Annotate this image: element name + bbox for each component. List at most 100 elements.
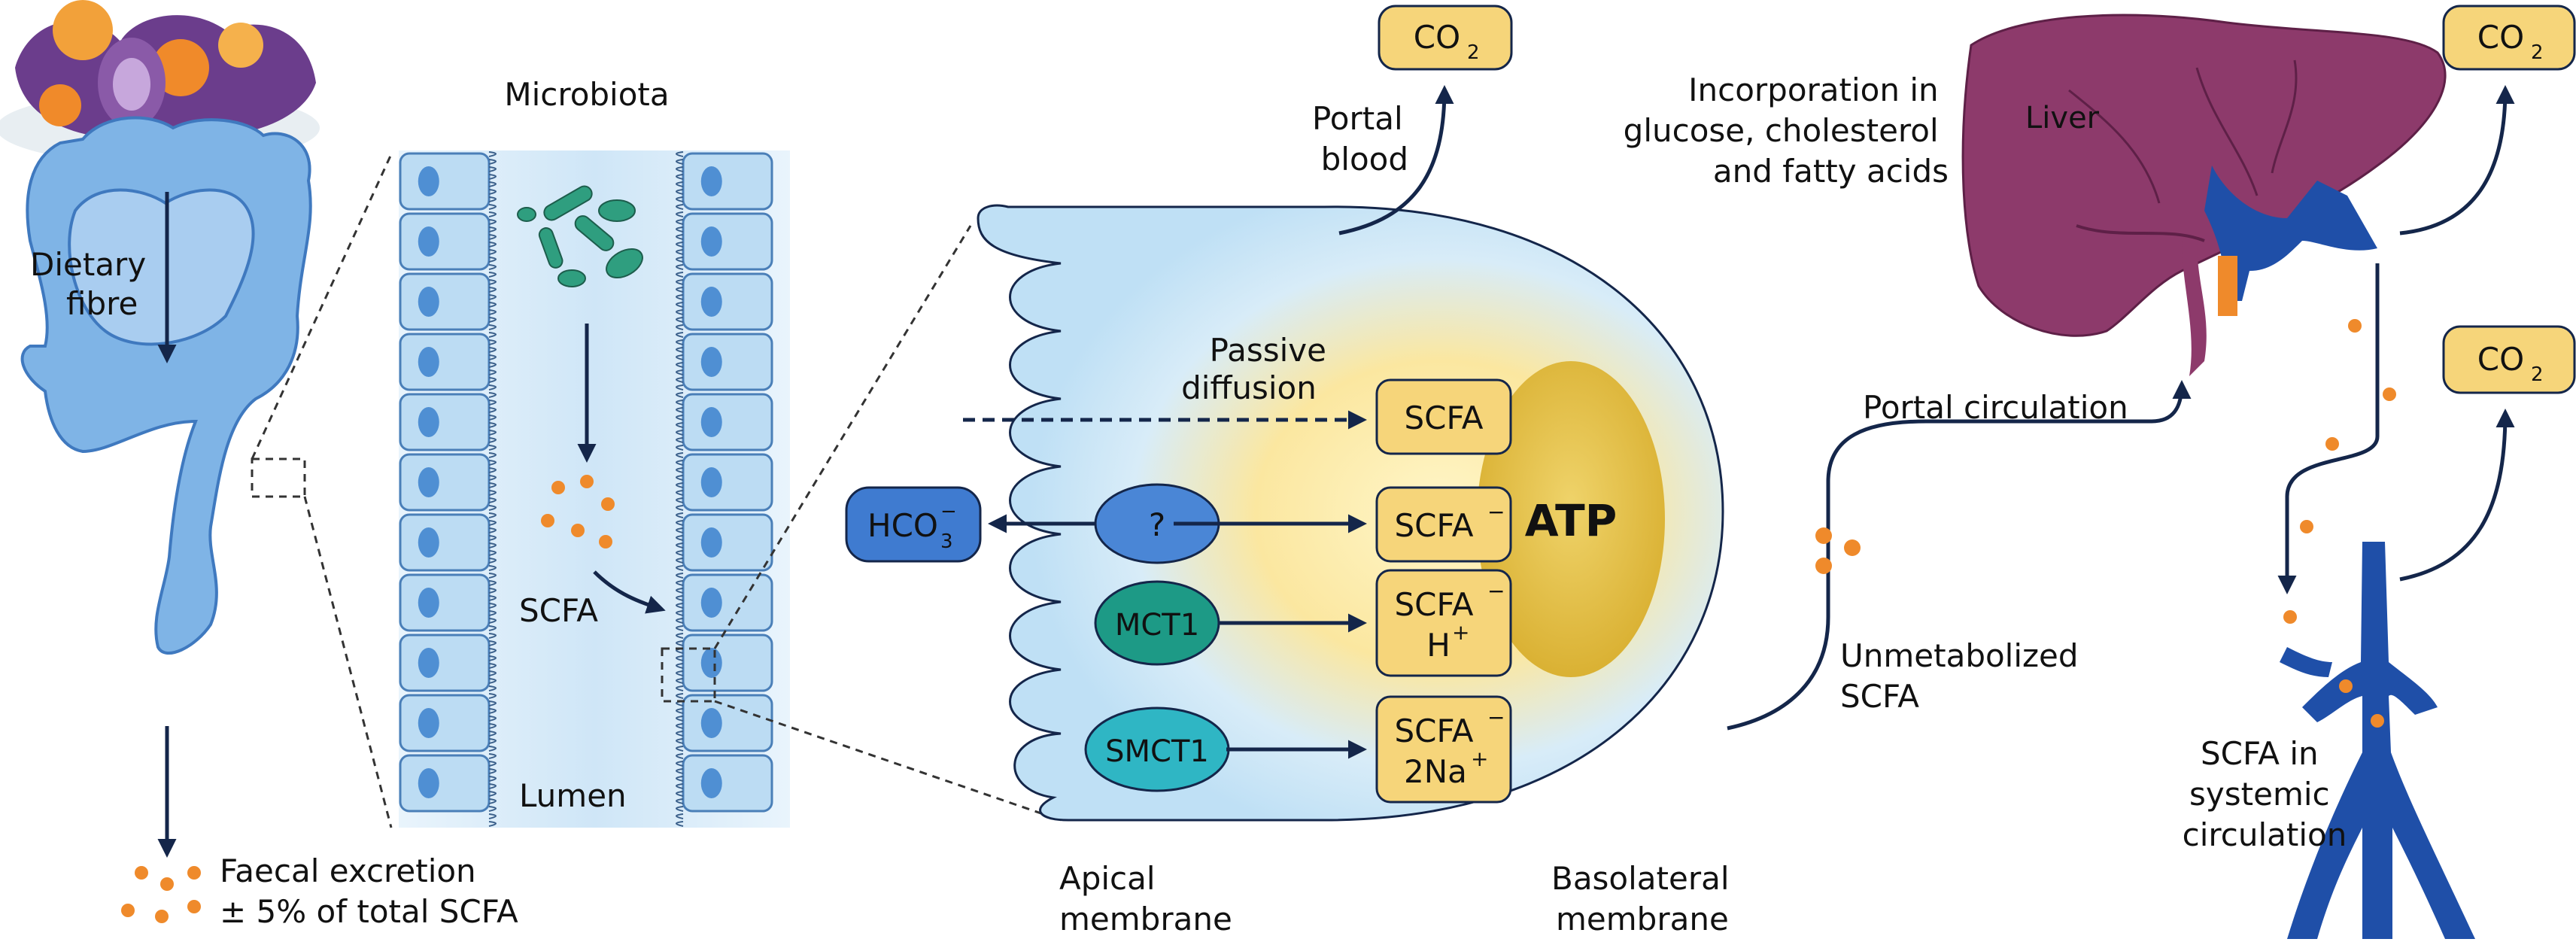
atp-label: ATP [1525, 495, 1617, 546]
epithelial-cell [399, 272, 491, 331]
co2-badge-cell: CO 2 [1378, 5, 1513, 71]
cell-nucleus [700, 527, 722, 558]
cell-nucleus [700, 347, 722, 377]
microvilli-border [488, 151, 497, 827]
liver-scfa-dots [2300, 319, 2396, 533]
epithelial-cell [399, 333, 491, 391]
epithelial-cell [399, 573, 491, 632]
arrow-liver-co2 [2399, 85, 2515, 235]
epithelial-cell [399, 152, 491, 211]
cell-nucleus [418, 588, 439, 618]
cell-nucleus [700, 648, 722, 678]
epithelial-cell [682, 754, 773, 813]
cell-nucleus [700, 287, 722, 317]
svg-text:−: − [940, 500, 957, 523]
svg-text:−: − [1487, 579, 1505, 603]
epithelial-cell [682, 333, 773, 391]
svg-text:SCFA: SCFA [1394, 713, 1473, 749]
cell-nucleus [418, 407, 439, 437]
epithelial-cell [682, 453, 773, 512]
epithelial-cell [682, 152, 773, 211]
intestinal-lumen-panel [399, 150, 790, 828]
co2-badge-systemic: CO 2 [2442, 325, 2576, 394]
epithelial-cell [682, 573, 773, 632]
svg-text:2: 2 [1467, 41, 1480, 64]
epithelial-cell [399, 754, 491, 813]
svg-text:+: + [1471, 746, 1488, 771]
faecal-scfa-dots [121, 866, 201, 923]
co2-badge-liver: CO 2 [2442, 5, 2576, 71]
svg-text:2Na: 2Na [1404, 753, 1467, 790]
svg-text:SCFA: SCFA [1394, 507, 1473, 544]
svg-text:MCT1: MCT1 [1115, 608, 1199, 643]
systemic-scfa-dots [2283, 610, 2384, 728]
cell-nucleus [700, 226, 722, 257]
epithelial-cell [399, 393, 491, 451]
cell-nucleus [418, 347, 439, 377]
right-epithelium [676, 151, 773, 827]
svg-text:CO: CO [2477, 341, 2524, 378]
lumen-scfa-label: SCFA [519, 592, 598, 629]
cell-nucleus [418, 768, 439, 798]
enterocyte-cell [977, 204, 1724, 822]
epithelial-cell [399, 453, 491, 512]
basolateral-membrane-label: Basolateral membrane [1551, 860, 1739, 937]
scfa-h-box: SCFA − H + [1375, 569, 1512, 677]
scfa-anion-box: SCFA − [1375, 486, 1512, 563]
cell-nucleus [700, 708, 722, 738]
unmetabolized-scfa-dots [1815, 527, 1861, 574]
mct1-transporter: MCT1 [1094, 580, 1220, 666]
epithelial-cell [682, 272, 773, 331]
cell-nucleus [700, 407, 722, 437]
passive-diffusion-label: Passive diffusion [1181, 332, 1336, 406]
svg-text:SMCT1: SMCT1 [1105, 734, 1209, 769]
svg-text:2: 2 [2531, 363, 2544, 386]
cell-nucleus [418, 648, 439, 678]
svg-text:HCO: HCO [867, 507, 938, 544]
systemic-vein-icon [2280, 542, 2475, 939]
epithelial-cell [682, 393, 773, 451]
arrow-liver-systemic [2277, 263, 2380, 594]
faecal-excretion-label: Faecal excretion ± 5% of total SCFA [220, 852, 518, 930]
cell-nucleus [700, 768, 722, 798]
epithelial-cell [682, 694, 773, 752]
svg-text:?: ? [1149, 506, 1165, 543]
svg-text:SCFA: SCFA [1404, 400, 1483, 436]
cell-nucleus [418, 527, 439, 558]
portal-circulation-label: Portal circulation [1863, 389, 2128, 426]
cell-nucleus [700, 588, 722, 618]
unmetabolized-scfa-label: Unmetabolized SCFA [1840, 637, 2088, 715]
svg-text:CO: CO [1414, 19, 1460, 56]
cell-nucleus [418, 226, 439, 257]
arrow-scfa-to-epithelium [593, 570, 666, 614]
svg-text:−: − [1487, 705, 1505, 730]
portal-blood-label: Portal blood [1312, 100, 1413, 178]
scfa-box: SCFA [1375, 378, 1512, 455]
svg-text:H: H [1426, 627, 1451, 664]
epithelial-cell [399, 694, 491, 752]
scfa-na-box: SCFA − 2Na + [1375, 695, 1512, 804]
epithelial-cell [682, 212, 773, 271]
liver-icon [1961, 14, 2447, 376]
smct1-transporter: SMCT1 [1084, 706, 1230, 792]
arrow-systemic-co2 [2399, 409, 2515, 582]
svg-text:SCFA: SCFA [1394, 586, 1473, 623]
svg-text:+: + [1452, 620, 1469, 645]
hco3-ion: HCO 3 − [845, 486, 982, 563]
cell-nucleus [418, 708, 439, 738]
cell-nucleus [700, 467, 722, 497]
epithelial-cell [399, 513, 491, 572]
cell-nucleus [418, 166, 439, 196]
bacteria-icon [517, 185, 643, 287]
zoom-lines-colon [251, 153, 393, 828]
zoom-lines-cell [661, 225, 1062, 822]
arrow-portal-blood-co2 [1338, 85, 1454, 235]
microvilli-border [676, 151, 684, 827]
lumen-scfa-dots [541, 475, 615, 548]
svg-text:2: 2 [2531, 41, 2544, 64]
microbiota-label: Microbiota [504, 76, 669, 113]
left-epithelium [399, 151, 497, 827]
svg-text:−: − [1487, 500, 1505, 524]
